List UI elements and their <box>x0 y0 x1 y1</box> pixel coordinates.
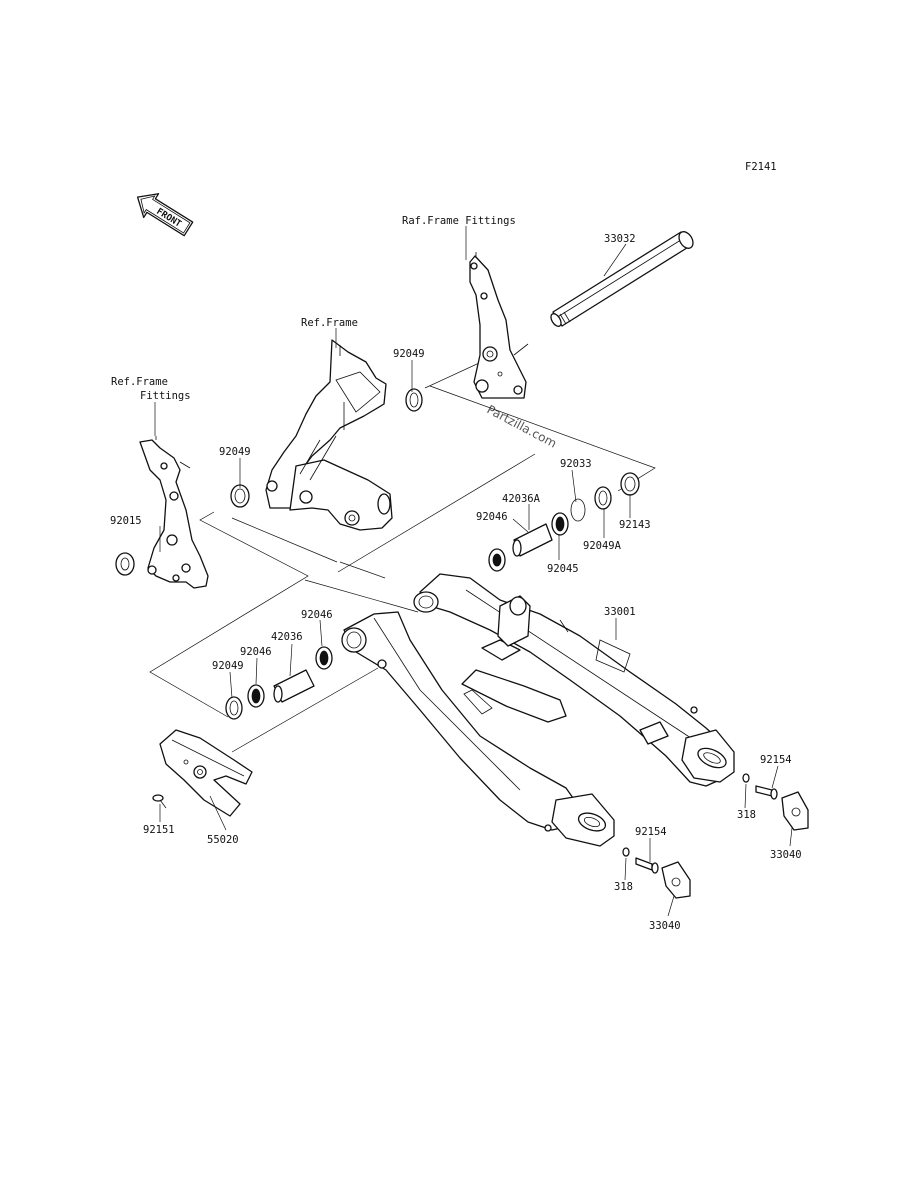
part-92151-label: 92151 <box>143 824 175 836</box>
part-92015-label: 92015 <box>110 515 142 527</box>
chain-guard-55020 <box>159 729 253 817</box>
ref-frame-fittings-top-label: Raf.Frame Fittings <box>402 215 516 227</box>
part-92049-lower-label: 92049 <box>212 660 244 672</box>
part-33040-bottom-label: 33040 <box>649 920 681 932</box>
part-33001-label: 33001 <box>604 606 636 618</box>
diagram-code: F2141 <box>745 161 777 173</box>
part-92046-a-label: 92046 <box>301 609 333 621</box>
part-318-right-label: 318 <box>737 809 756 821</box>
part-92046-b-label: 92046 <box>240 646 272 658</box>
ref-frame-label: Ref.Frame <box>301 317 358 329</box>
assembly-lines <box>149 357 656 753</box>
part-92033-label: 92033 <box>560 458 592 470</box>
front-arrow-icon: FRONT <box>136 193 194 237</box>
nut-92015 <box>115 552 135 576</box>
frame-fitting-left <box>139 436 209 589</box>
part-33040-right-label: 33040 <box>770 849 802 861</box>
part-42036A-label: 42036A <box>502 493 541 505</box>
pivot-shaft-33032 <box>550 231 694 327</box>
seal-92049-left <box>230 484 250 508</box>
adjuster-bottom <box>622 847 691 899</box>
adjuster-right <box>742 773 809 831</box>
part-92143-label: 92143 <box>619 519 651 531</box>
part-92045-label: 92045 <box>547 563 579 575</box>
part-318-bottom-label: 318 <box>614 881 633 893</box>
swingarm-33001 <box>341 573 735 847</box>
part-92154-bottom-label: 92154 <box>635 826 667 838</box>
part-92049A-label: 92049A <box>583 540 622 552</box>
part-42036-label: 42036 <box>271 631 303 643</box>
seal-92049-top <box>405 388 423 412</box>
screw-92151 <box>152 794 167 809</box>
part-92046-upper-label: 92046 <box>476 511 508 523</box>
bearing-stack-upper <box>488 472 640 572</box>
part-33032-label: 33032 <box>604 233 636 245</box>
ref-frame-fittings-left-label-2: Fittings <box>140 390 191 402</box>
leader-lines <box>154 226 793 917</box>
part-55020-label: 55020 <box>207 834 239 846</box>
frame-fitting-right <box>469 252 529 399</box>
part-92049-left-label: 92049 <box>219 446 251 458</box>
part-labels: Raf.Frame Fittings 33032 Ref.Frame 92049… <box>110 215 802 932</box>
part-92049-top-label: 92049 <box>393 348 425 360</box>
part-92154-right-label: 92154 <box>760 754 792 766</box>
ref-frame-fittings-left-label-1: Ref.Frame <box>111 376 168 388</box>
frame-center <box>265 339 393 531</box>
watermark: Partzilla.com <box>485 402 559 450</box>
bearing-stack-lower <box>225 646 333 720</box>
